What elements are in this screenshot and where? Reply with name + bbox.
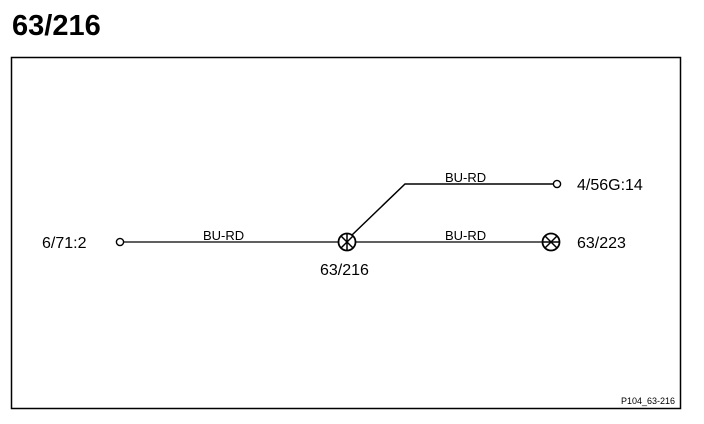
diagram-frame [10,56,682,410]
wire-center-to-top-right [351,183,553,236]
drawing-reference: P104_63-216 [621,396,675,406]
wire-label-right: BU-RD [445,228,486,243]
connector-label-left: 6/71:2 [42,235,87,252]
splice-symbol-right [541,232,561,252]
connector-label-center: 63/216 [320,262,369,279]
terminal-top-right [552,179,562,189]
wire-label-top: BU-RD [445,170,486,185]
wire-label-left: BU-RD [203,228,244,243]
splice-symbol-center [337,232,357,252]
connector-label-right: 63/223 [577,235,626,252]
page-title: 63/216 [12,10,101,42]
terminal-left [115,237,125,247]
connector-label-top-right: 4/56G:14 [577,177,643,194]
